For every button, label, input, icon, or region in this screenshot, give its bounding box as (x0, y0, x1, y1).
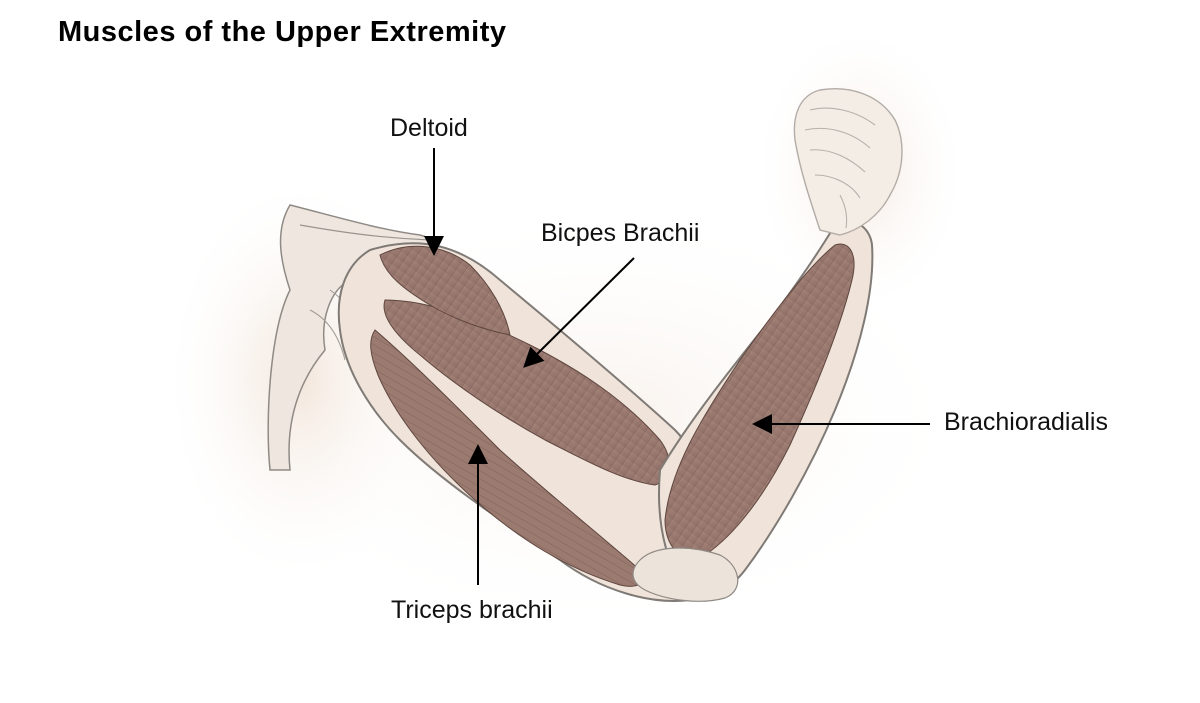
triceps-muscle (370, 329, 645, 587)
hand-outline (793, 88, 903, 236)
biceps-label: Bicpes Brachii (541, 219, 700, 247)
brachioradialis-muscle (664, 243, 855, 559)
clavicle (299, 224, 431, 241)
elbow-bone (632, 547, 739, 602)
triceps-label: Triceps brachii (391, 596, 553, 624)
diagram-title: Muscles of the Upper Extremity (58, 16, 507, 48)
biceps-pointer (523, 257, 635, 368)
biceps-muscle (383, 299, 670, 486)
brachioradialis-label: Brachioradialis (944, 408, 1108, 436)
shoulder-bone (267, 204, 449, 471)
deltoid-label: Deltoid (390, 114, 468, 142)
finger-lines (804, 107, 876, 229)
